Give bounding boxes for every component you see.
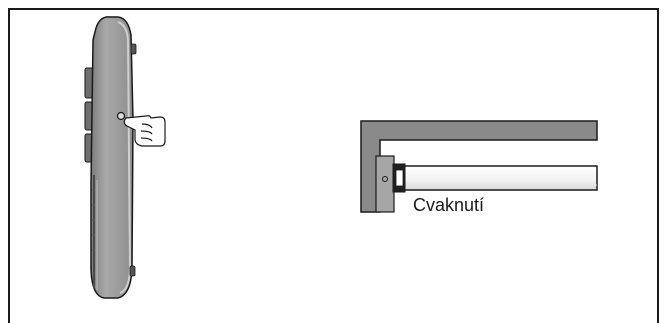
roller-tube-icon bbox=[403, 165, 598, 191]
pointing-hand-icon bbox=[123, 115, 166, 147]
remote-control-side-view-icon bbox=[84, 16, 137, 299]
click-label: Cvaknutí bbox=[413, 195, 484, 215]
wall-bracket-icon bbox=[360, 120, 598, 213]
motor-head-icon bbox=[392, 163, 406, 193]
